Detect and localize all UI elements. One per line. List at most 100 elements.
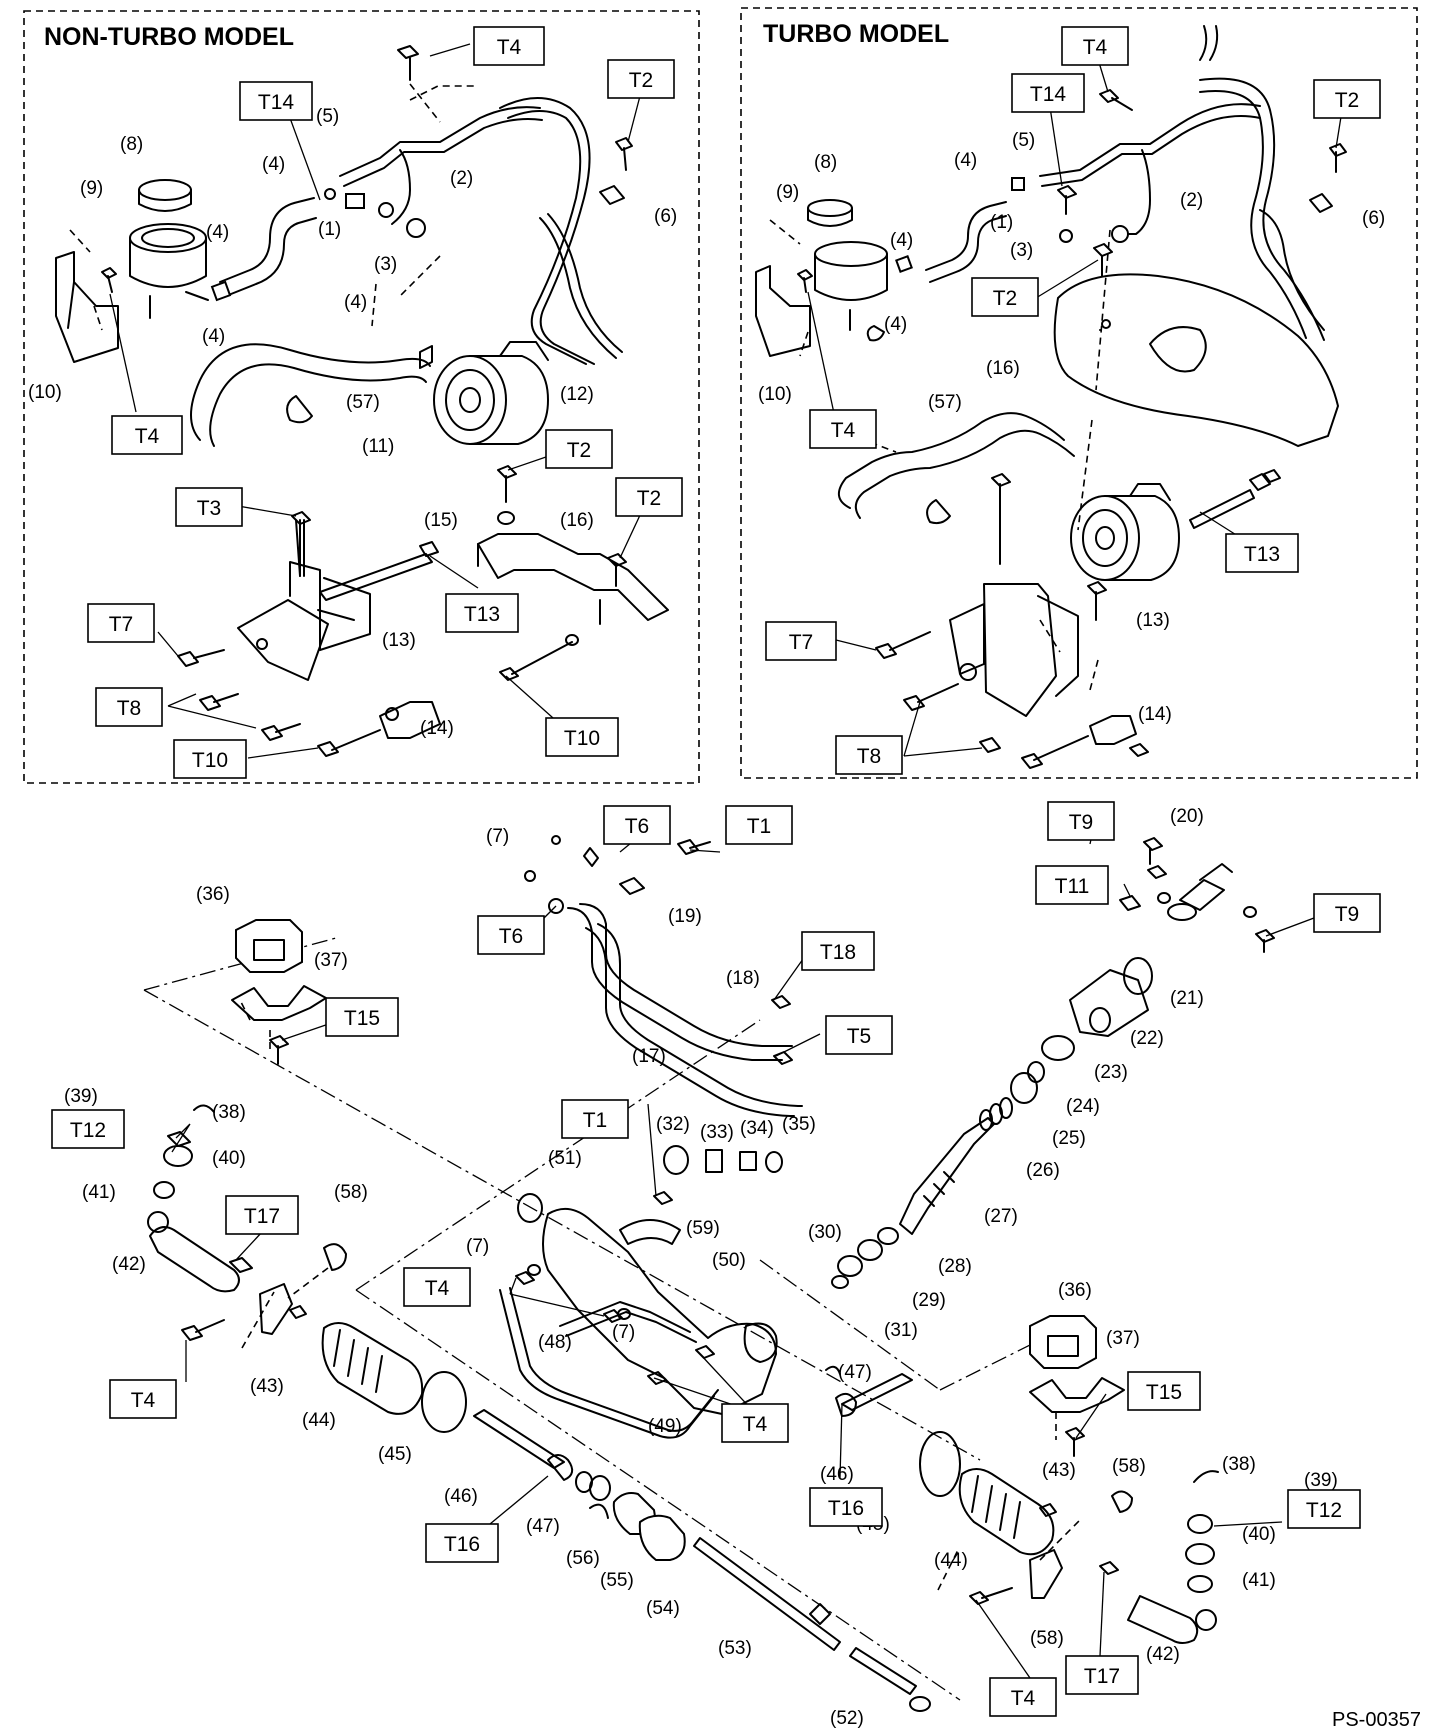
callout-r-22: (22)	[1130, 1028, 1164, 1049]
callout-r-39b: (39)	[1304, 1470, 1338, 1491]
callout-tb-3: (3)	[1010, 240, 1033, 261]
callout-r-32: (32)	[656, 1114, 690, 1135]
svg-text:T2: T2	[637, 487, 662, 510]
document-code: PS-00357	[1332, 1709, 1421, 1731]
svg-text:T4: T4	[1011, 1687, 1036, 1710]
callout-r-36a: (36)	[196, 884, 230, 905]
non-turbo-panel-title: NON-TURBO MODEL	[44, 23, 294, 51]
callout-r-33: (33)	[700, 1122, 734, 1143]
callout-tb-14: (14)	[1138, 704, 1172, 725]
torque-label-nt-T10a: T10	[173, 739, 247, 779]
torque-label-r-T6b: T6	[477, 915, 545, 955]
callout-nt-3: (3)	[374, 254, 397, 275]
turbo-panel-title: TURBO MODEL	[763, 20, 949, 48]
callout-nt-57: (57)	[346, 392, 380, 413]
callout-tb-6: (6)	[1362, 208, 1385, 229]
callout-tb-57: (57)	[928, 392, 962, 413]
svg-text:T12: T12	[1306, 1499, 1342, 1522]
callout-r-27: (27)	[984, 1206, 1018, 1227]
svg-text:T4: T4	[831, 419, 856, 442]
callout-r-56: (56)	[566, 1548, 600, 1569]
svg-text:T16: T16	[828, 1497, 864, 1520]
callout-r-30: (30)	[808, 1222, 842, 1243]
torque-label-r-T17a: T17	[225, 1195, 299, 1235]
svg-text:T13: T13	[1244, 543, 1280, 566]
callout-r-26: (26)	[1026, 1160, 1060, 1181]
callout-r-58c: (58)	[1030, 1628, 1064, 1649]
callout-r-41a: (41)	[82, 1182, 116, 1203]
callout-tb-5: (5)	[1012, 130, 1035, 151]
turbo-parts	[755, 25, 1347, 769]
callout-r-37a: (37)	[314, 950, 348, 971]
torque-label-r-T4a: T4	[403, 1267, 471, 1307]
torque-label-r-T12b: T12	[1287, 1489, 1361, 1529]
svg-text:T2: T2	[1335, 89, 1360, 112]
svg-text:T4: T4	[497, 36, 522, 59]
callout-r-47b: (47)	[838, 1362, 872, 1383]
callout-tb-4c: (4)	[884, 314, 907, 335]
callout-r-43a: (43)	[250, 1376, 284, 1397]
svg-text:T1: T1	[747, 815, 772, 838]
turbo-panel-frame	[740, 7, 1418, 779]
svg-text:T4: T4	[135, 425, 160, 448]
svg-text:T2: T2	[567, 439, 592, 462]
callout-tb-4a: (4)	[954, 150, 977, 171]
svg-text:T17: T17	[1084, 1665, 1120, 1688]
torque-labels: T4 T14 T2 T4 T2 T3 T2 T13 T7 T8 T10 T10 …	[51, 26, 1381, 1717]
callout-r-58a: (58)	[334, 1182, 368, 1203]
callout-r-40b: (40)	[1242, 1524, 1276, 1545]
callout-r-48: (48)	[538, 1332, 572, 1353]
callout-r-37b: (37)	[1106, 1328, 1140, 1349]
svg-text:T14: T14	[258, 91, 295, 114]
callout-nt-4b: (4)	[206, 222, 229, 243]
svg-text:T4: T4	[425, 1277, 450, 1300]
callout-r-59: (59)	[686, 1218, 720, 1239]
callout-nt-1: (1)	[318, 219, 341, 240]
callout-r-28: (28)	[938, 1256, 972, 1277]
rack-assembly-parts	[143, 835, 1275, 1712]
svg-text:T11: T11	[1055, 875, 1090, 898]
torque-label-nt-T4a: T4	[473, 26, 545, 66]
callout-nt-15: (15)	[424, 510, 458, 531]
callout-r-31: (31)	[884, 1320, 918, 1341]
callout-tb-4b: (4)	[890, 230, 913, 251]
callout-r-49: (49)	[648, 1416, 682, 1437]
callout-nt-4d: (4)	[344, 292, 367, 313]
torque-label-r-T9a: T9	[1047, 801, 1115, 841]
torque-label-r-T4c: T4	[721, 1403, 789, 1443]
callout-r-42a: (42)	[112, 1254, 146, 1275]
svg-text:T5: T5	[847, 1025, 872, 1048]
torque-label-nt-T7: T7	[87, 603, 155, 643]
callout-r-47a: (47)	[526, 1516, 560, 1537]
callout-r-50: (50)	[712, 1250, 746, 1271]
callout-r-39a: (39)	[64, 1086, 98, 1107]
svg-text:T16: T16	[444, 1533, 480, 1556]
callout-r-41b: (41)	[1242, 1570, 1276, 1591]
svg-text:T13: T13	[464, 603, 500, 626]
torque-label-r-T1a: T1	[725, 805, 793, 845]
svg-text:T12: T12	[70, 1119, 106, 1142]
torque-label-r-T15a: T15	[325, 997, 399, 1037]
svg-text:T6: T6	[625, 815, 650, 838]
torque-label-nt-T2c: T2	[615, 477, 683, 517]
callout-tb-2: (2)	[1180, 190, 1203, 211]
torque-label-tb-T8: T8	[835, 735, 903, 775]
callout-r-17: (17)	[632, 1046, 666, 1067]
svg-text:T15: T15	[344, 1007, 380, 1030]
callout-r-45a: (45)	[378, 1444, 412, 1465]
torque-label-r-T5: T5	[825, 1015, 893, 1055]
callout-r-44a: (44)	[302, 1410, 336, 1431]
svg-text:T15: T15	[1146, 1381, 1182, 1404]
callout-nt-11: (11)	[362, 436, 394, 457]
callout-r-36b: (36)	[1058, 1280, 1092, 1301]
torque-label-r-T11: T11	[1035, 865, 1109, 905]
torque-label-r-T1b: T1	[561, 1099, 629, 1139]
svg-text:T1: T1	[583, 1109, 608, 1132]
callout-r-34: (34)	[740, 1118, 774, 1139]
callout-r-20: (20)	[1170, 806, 1204, 827]
torque-label-r-T16b: T16	[809, 1487, 883, 1527]
callout-r-29: (29)	[912, 1290, 946, 1311]
callout-r-55: (55)	[600, 1570, 634, 1591]
callout-r-7c: (7)	[612, 1322, 635, 1343]
callout-tb-1: (1)	[990, 212, 1013, 233]
